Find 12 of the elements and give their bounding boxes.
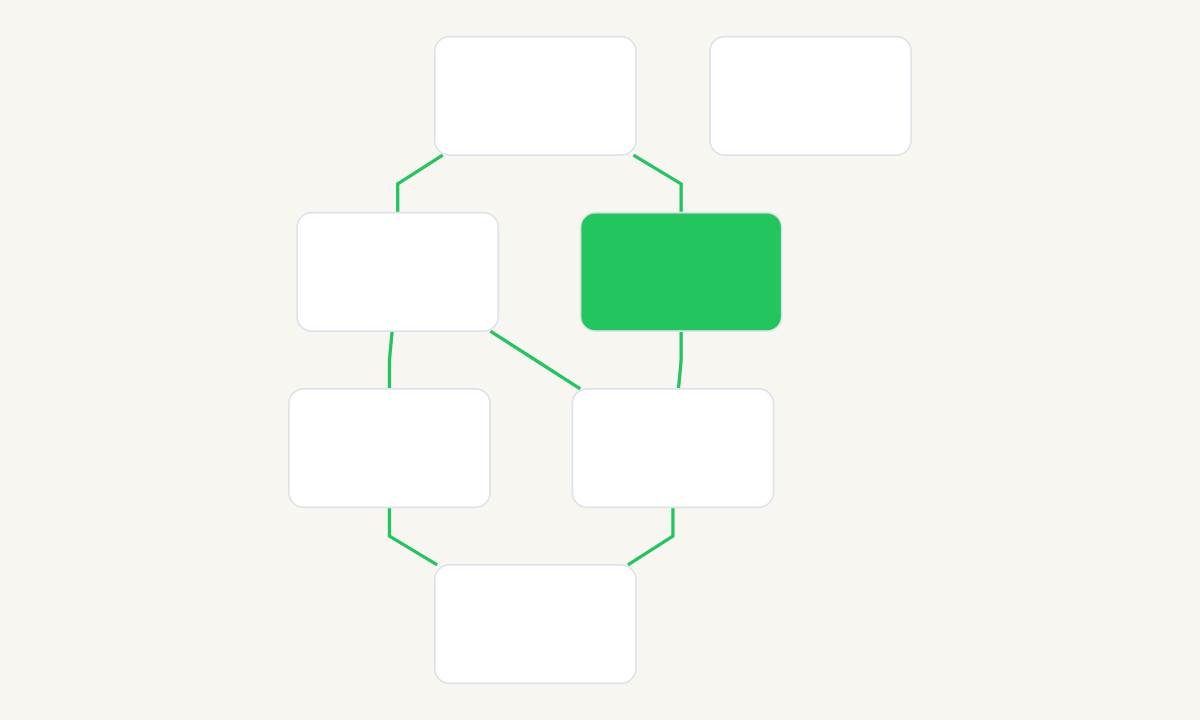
node-box <box>571 387 775 509</box>
node-box <box>296 211 500 333</box>
connector <box>627 507 675 567</box>
connector <box>632 153 683 213</box>
connector <box>676 331 683 389</box>
connector <box>387 331 394 389</box>
node-box <box>433 564 637 685</box>
node-box <box>709 35 912 156</box>
node-box <box>433 35 637 156</box>
node-box <box>579 211 783 333</box>
node-box <box>288 387 491 509</box>
connector <box>387 507 438 567</box>
